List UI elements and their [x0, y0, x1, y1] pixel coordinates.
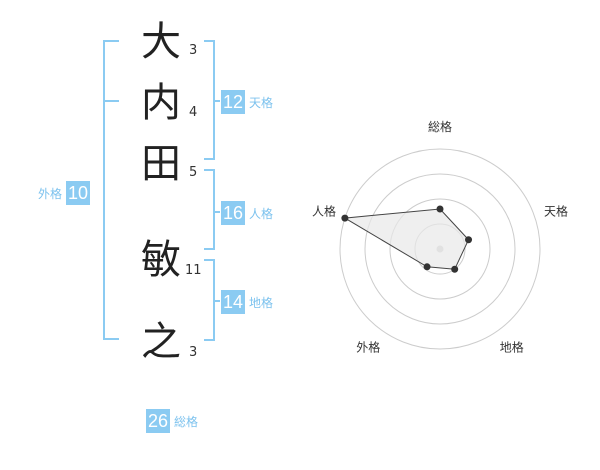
stroke-count-4: 11 [185, 263, 202, 278]
name-char-3: 田 [141, 141, 181, 187]
stroke-count-3: 5 [189, 165, 198, 180]
chikaku-label: 地格 [249, 295, 274, 310]
gaikaku-label: 外格 [38, 186, 63, 201]
jinkaku-value: 16 [221, 201, 246, 225]
radar-axis-label-3: 地格 [500, 340, 524, 355]
radar-axis-label-5: 人格 [312, 203, 336, 218]
radar-polygon [343, 208, 470, 270]
radar-ring-2 [389, 198, 491, 300]
gaikaku-bracket [103, 40, 119, 340]
radar-ring-4 [339, 148, 541, 350]
radar-point-3 [451, 265, 459, 273]
radar-point-1 [436, 205, 444, 213]
tenkaku-value: 12 [221, 90, 246, 114]
stroke-count-5: 3 [189, 345, 198, 360]
name-char-4: 敏 [141, 237, 181, 283]
radar-axis-label-2: 天格 [544, 203, 568, 218]
name-char-2: 内 [141, 80, 181, 126]
chikaku-bracket [204, 259, 220, 341]
radar-rings [339, 148, 541, 350]
soukaku-label: 総格 [174, 414, 199, 429]
radar-axis-label-1: 総格 [428, 119, 452, 134]
tenkaku-badge: 12 天格 [221, 90, 273, 114]
stroke-count-1: 3 [189, 43, 198, 58]
gaikaku-badge: 10 外格 [38, 181, 91, 205]
jinkaku-bracket [204, 169, 220, 250]
jinkaku-label: 人格 [249, 206, 274, 221]
name-char-1: 大 [141, 19, 181, 65]
name-char-5: 之 [141, 319, 181, 365]
stroke-count-2: 4 [189, 105, 198, 120]
radar-ring-3 [364, 173, 516, 325]
radar-point-2 [465, 236, 473, 244]
tenkaku-label: 天格 [249, 95, 274, 110]
tenkaku-bracket [204, 40, 220, 160]
jinkaku-badge: 16 人格 [221, 201, 273, 225]
gaikaku-value: 10 [66, 181, 91, 205]
radar-axis-label-4: 外格 [356, 340, 380, 355]
chikaku-value: 14 [221, 290, 246, 314]
soukaku-badge: 26 総格 [146, 409, 198, 433]
soukaku-value: 26 [146, 409, 171, 433]
radar-point-4 [423, 263, 431, 271]
radar-shape [341, 205, 473, 273]
radar-point-5 [341, 214, 349, 222]
chikaku-badge: 14 地格 [221, 290, 273, 314]
